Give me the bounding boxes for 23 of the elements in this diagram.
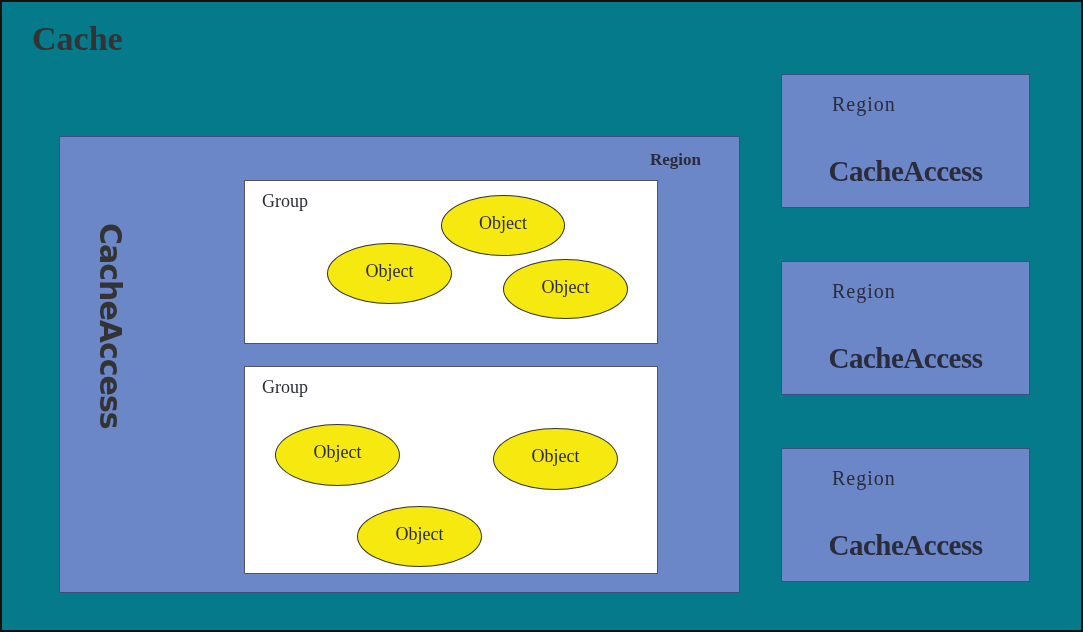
object-label: Object [312, 442, 363, 463]
region-box [59, 136, 740, 593]
group-label: Group [262, 191, 308, 212]
cache-access-label: CacheAccess [827, 529, 984, 562]
region-box [781, 448, 1030, 582]
region-label: Region [832, 280, 896, 303]
object-label: Object [540, 277, 591, 298]
cache-access-label: CacheAccess [93, 223, 128, 429]
group-label: Group [262, 377, 308, 398]
object-label: Object [394, 524, 445, 545]
cache-access-label: CacheAccess [827, 342, 984, 375]
region-box [781, 261, 1030, 395]
region-label: Region [832, 93, 896, 116]
group-box [244, 180, 658, 344]
object-label: Object [530, 446, 581, 467]
object-label: Object [364, 261, 415, 282]
object-label: Object [478, 213, 528, 234]
region-label: Region [832, 467, 896, 490]
group-box [244, 366, 658, 574]
cache-title: Cache [32, 20, 123, 58]
cache-access-label: CacheAccess [827, 155, 984, 188]
region-label: Region [650, 150, 701, 170]
region-box [781, 74, 1030, 208]
